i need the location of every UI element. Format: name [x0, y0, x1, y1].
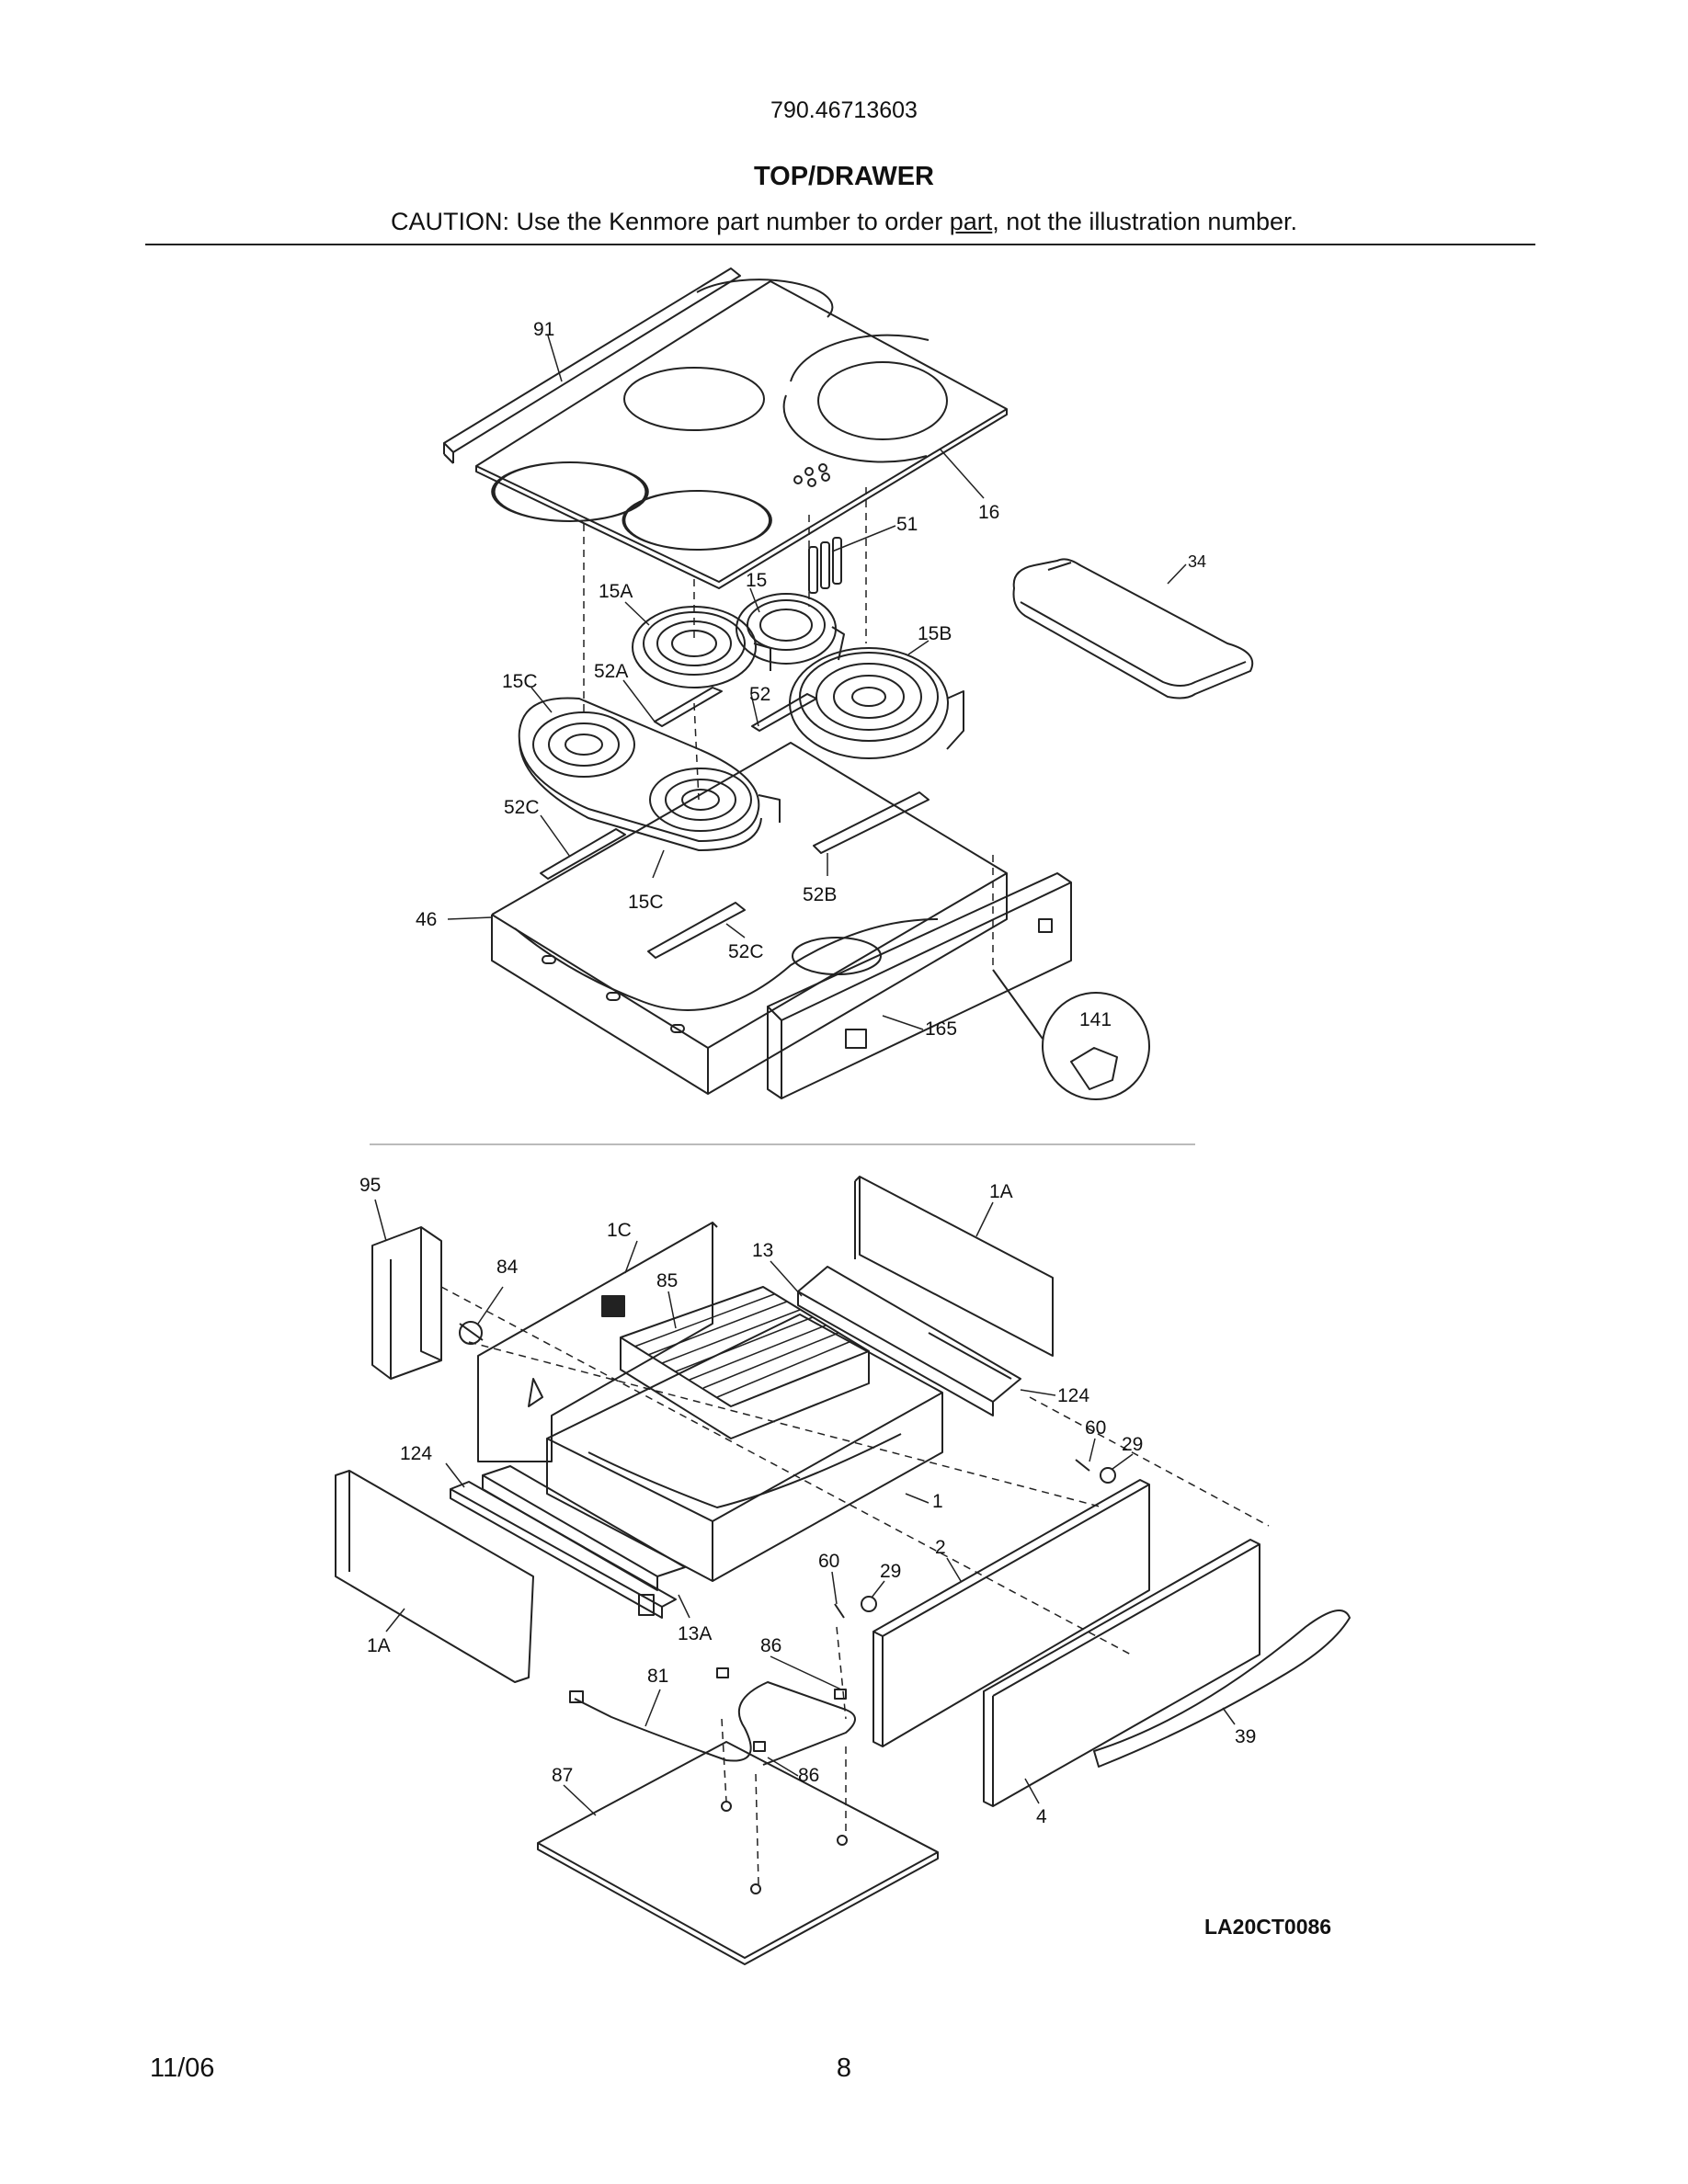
- callout-52C-bottom: 52C: [728, 941, 764, 962]
- callout-85: 85: [656, 1270, 678, 1291]
- callout-15: 15: [746, 570, 767, 591]
- callout-95: 95: [359, 1175, 381, 1196]
- callout-141: 141: [1079, 1009, 1112, 1030]
- terminal-clips-part: [808, 537, 842, 594]
- element-box-part: [491, 742, 1008, 1095]
- callout-124-right: 124: [1057, 1385, 1089, 1406]
- callout-52: 52: [749, 684, 770, 705]
- callout-15C-top: 15C: [502, 671, 538, 692]
- callout-52C-left: 52C: [504, 797, 540, 818]
- element-15-part: [736, 593, 845, 665]
- fan-motor-part: [459, 1321, 484, 1345]
- drawer-back-wall-part: [477, 1222, 718, 1462]
- callout-15A: 15A: [599, 581, 633, 602]
- callout-1C: 1C: [607, 1220, 632, 1241]
- section-title: TOP/DRAWER: [753, 162, 935, 191]
- callout-1A-top: 1A: [989, 1181, 1013, 1202]
- drawer-handle-part: [1093, 1610, 1351, 1768]
- callout-84: 84: [496, 1257, 519, 1278]
- cooktop-glass-part: [475, 279, 1008, 589]
- page-number: 8: [836, 2053, 852, 2083]
- callout-52A: 52A: [594, 661, 628, 682]
- callout-34: 34: [1188, 552, 1206, 571]
- drawer-slide-left-part: [482, 1465, 686, 1616]
- element-straps-part: [540, 687, 930, 959]
- caution-underlined-word: part: [949, 208, 993, 235]
- caution-text-end: , not the illustration number.: [992, 208, 1297, 235]
- callout-29-mid: 29: [880, 1561, 901, 1582]
- callout-52B: 52B: [803, 884, 837, 905]
- callout-51: 51: [896, 514, 918, 535]
- diagram-code: LA20CT0086: [1204, 1915, 1332, 1939]
- detail-callout-circle: [992, 969, 1150, 1100]
- callout-124-left: 124: [400, 1443, 432, 1464]
- drawer-slide-right-part: [797, 1266, 1021, 1416]
- callout-165: 165: [925, 1018, 957, 1040]
- element-15C-part: [518, 697, 781, 851]
- callout-13: 13: [752, 1240, 773, 1261]
- callout-29-right: 29: [1122, 1434, 1143, 1455]
- element-15B-part: [789, 647, 964, 759]
- side-panel-left-part: [335, 1470, 534, 1683]
- callout-1: 1: [932, 1491, 943, 1512]
- drawer-liner-part: [546, 1314, 943, 1582]
- callout-labels: 91 16 51 34 15A 15 15B 15C 52A 52 52C 15…: [359, 319, 1256, 1827]
- callout-leader-lines: [374, 335, 1236, 1816]
- caution-note: CAUTION: Use the Kenmore part number to …: [0, 208, 1688, 236]
- callout-39: 39: [1235, 1726, 1256, 1747]
- callout-60-mid: 60: [818, 1551, 839, 1572]
- alignment-lines-bottom: [440, 1286, 1270, 1885]
- callout-13A: 13A: [678, 1623, 712, 1644]
- callout-86-bottom: 86: [798, 1765, 819, 1786]
- trim-strip-part: [443, 267, 741, 464]
- callout-91: 91: [533, 319, 554, 340]
- callout-4: 4: [1036, 1806, 1047, 1827]
- callout-46: 46: [416, 909, 437, 930]
- rear-cover-part: [371, 1226, 442, 1380]
- drawer-bottom-panel-part: [537, 1741, 939, 1965]
- drawer-heating-element-part: [569, 1681, 856, 1766]
- rear-bracket-part: [767, 872, 1072, 1099]
- model-number: 790.46713603: [770, 97, 918, 123]
- callout-86-top: 86: [760, 1635, 781, 1656]
- callout-60-right: 60: [1085, 1417, 1106, 1439]
- element-15A-part: [632, 606, 771, 688]
- callout-87: 87: [552, 1765, 573, 1786]
- callout-15C-bottom: 15C: [628, 892, 664, 913]
- callout-15B: 15B: [918, 623, 952, 644]
- footer-date: 11/06: [150, 2053, 215, 2083]
- screw-and-spacer-part: [834, 1459, 1116, 1619]
- callout-2: 2: [935, 1537, 946, 1558]
- callout-1A-bottom: 1A: [367, 1635, 391, 1656]
- griddle-part: [1012, 558, 1254, 700]
- drawer-front-box-part: [873, 1479, 1150, 1747]
- callout-81: 81: [647, 1666, 668, 1687]
- drawer-front-panel-part: [983, 1539, 1260, 1807]
- side-panel-right-part: [854, 1176, 1054, 1357]
- callout-16: 16: [978, 502, 999, 523]
- element-clips-part: [716, 1667, 847, 1752]
- header-divider: [145, 244, 1535, 245]
- caution-text-start: CAUTION: Use the Kenmore part number to …: [391, 208, 950, 235]
